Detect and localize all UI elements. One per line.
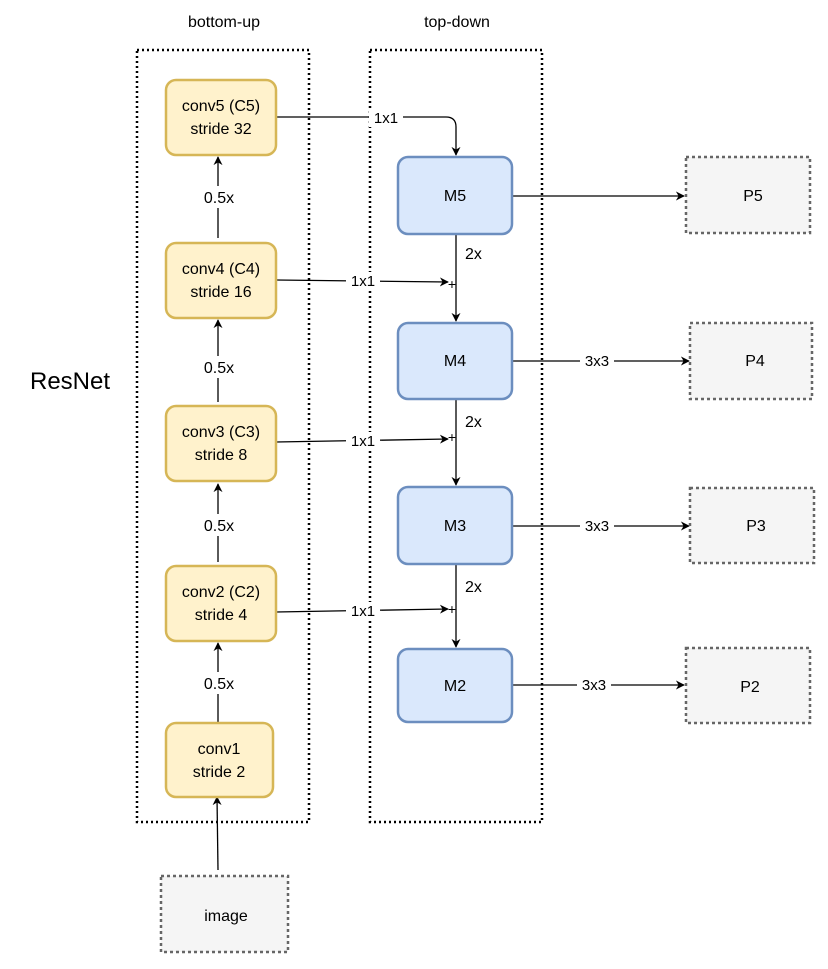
svg-text:P4: P4 — [745, 353, 765, 370]
m3-block: M3 — [396, 485, 514, 566]
svg-text:P2: P2 — [740, 679, 760, 696]
svg-text:conv4 (C4): conv4 (C4) — [182, 261, 260, 278]
output-label-m2: 3x3 — [577, 676, 611, 694]
svg-text:stride 8: stride 8 — [195, 447, 248, 464]
m4-block: M4 — [396, 321, 514, 401]
image-to-conv1-arrow — [212, 796, 222, 871]
svg-text:3x3: 3x3 — [585, 518, 609, 535]
svg-text:stride 32: stride 32 — [190, 121, 251, 138]
conv4-block: conv4 (C4) stride 16 — [164, 241, 278, 320]
svg-text:1x1: 1x1 — [351, 273, 375, 290]
merge-symbol-m3: + — [448, 429, 456, 445]
svg-text:conv1: conv1 — [198, 741, 241, 758]
p2-block: P2 — [684, 646, 812, 725]
conv5-block: conv5 (C5) stride 32 — [164, 78, 278, 157]
merge-symbol-m2: + — [448, 601, 456, 617]
svg-text:1x1: 1x1 — [374, 110, 398, 127]
svg-text:image: image — [204, 908, 248, 925]
svg-text:3x3: 3x3 — [582, 677, 606, 694]
lateral-label-c3: 1x1 — [346, 432, 380, 450]
svg-text:M3: M3 — [444, 518, 466, 535]
svg-text:P5: P5 — [743, 188, 763, 205]
svg-text:0.5x: 0.5x — [204, 360, 234, 377]
svg-text:1x1: 1x1 — [351, 433, 375, 450]
downsample-label-4: 0.5x — [198, 672, 240, 694]
conv2-block: conv2 (C2) stride 4 — [164, 564, 278, 643]
p4-block: P4 — [688, 321, 814, 401]
merge-symbol-m4: + — [448, 276, 456, 292]
p5-block: P5 — [684, 155, 812, 235]
downsample-label-1: 0.5x — [198, 186, 240, 208]
conv1-block: conv1 stride 2 — [164, 721, 275, 799]
svg-text:conv2 (C2): conv2 (C2) — [182, 584, 260, 601]
svg-text:M2: M2 — [444, 678, 466, 695]
upsample-label-3: 2x — [465, 579, 482, 596]
lateral-label-c2: 1x1 — [346, 602, 380, 620]
p3-block: P3 — [688, 486, 816, 565]
svg-text:M5: M5 — [444, 188, 466, 205]
lateral-label-c5: 1x1 — [369, 109, 403, 127]
downsample-label-2: 0.5x — [198, 356, 240, 378]
m5-block: M5 — [396, 155, 514, 236]
lateral-label-c4: 1x1 — [346, 272, 380, 290]
svg-text:conv5 (C5): conv5 (C5) — [182, 98, 260, 115]
svg-text:3x3: 3x3 — [585, 353, 609, 370]
m2-block: M2 — [396, 647, 514, 724]
svg-text:stride 2: stride 2 — [193, 764, 246, 781]
svg-text:stride 4: stride 4 — [195, 607, 248, 624]
svg-text:0.5x: 0.5x — [204, 190, 234, 207]
bottom-up-group — [135, 48, 311, 824]
svg-text:0.5x: 0.5x — [204, 518, 234, 535]
upsample-label-1: 2x — [465, 246, 482, 263]
bottom-up-header: bottom-up — [188, 14, 260, 31]
svg-text:conv3 (C3): conv3 (C3) — [182, 424, 260, 441]
svg-text:0.5x: 0.5x — [204, 676, 234, 693]
image-input-block: image — [159, 874, 290, 954]
svg-text:P3: P3 — [746, 518, 766, 535]
upsample-label-2: 2x — [465, 414, 482, 431]
output-label-m4: 3x3 — [580, 352, 614, 370]
top-down-header: top-down — [424, 14, 490, 31]
resnet-label: ResNet — [30, 368, 110, 395]
output-label-m3: 3x3 — [580, 517, 614, 535]
conv3-block: conv3 (C3) stride 8 — [164, 404, 278, 483]
lateral-c5-arrow — [276, 116, 461, 156]
svg-text:stride 16: stride 16 — [190, 284, 251, 301]
svg-text:1x1: 1x1 — [351, 603, 375, 620]
downsample-label-3: 0.5x — [198, 514, 240, 536]
svg-text:M4: M4 — [444, 353, 466, 370]
